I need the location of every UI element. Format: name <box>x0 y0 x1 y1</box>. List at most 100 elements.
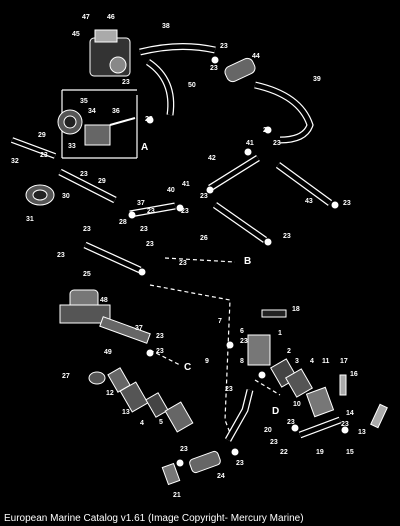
label-23-c: 23 <box>122 79 130 86</box>
label-48: 48 <box>100 297 108 304</box>
label-23-h: 23 <box>80 171 88 178</box>
label-47: 47 <box>82 14 90 21</box>
label-45: 45 <box>72 31 80 38</box>
part-number-labels: 47 46 45 38 23 44 23 39 50 23 35 34 36 2… <box>11 14 366 499</box>
part-24 <box>189 450 221 474</box>
rail-49 <box>99 316 151 344</box>
label-29: 29 <box>38 132 46 139</box>
label-33: 33 <box>68 143 76 150</box>
label-35: 35 <box>80 98 88 105</box>
label-23-r: 23 <box>179 260 187 267</box>
label-23-f: 23 <box>273 140 281 147</box>
label-28: 28 <box>119 219 127 226</box>
label-29-b: 29 <box>98 178 106 185</box>
label-23-u: 23 <box>156 348 164 355</box>
label-section-b: B <box>244 256 251 267</box>
label-19: 19 <box>316 449 324 456</box>
label-23-k: 23 <box>147 208 155 215</box>
label-36: 36 <box>112 108 120 115</box>
label-6: 6 <box>240 328 244 335</box>
label-37-a: 37 <box>137 200 145 207</box>
label-4-left: 4 <box>140 420 144 427</box>
part-33 <box>84 124 111 146</box>
label-23-w: 23 <box>287 419 295 426</box>
part-17 <box>339 374 347 396</box>
label-18: 18 <box>292 306 300 313</box>
part-21 <box>161 462 181 486</box>
part-4-left <box>145 392 169 418</box>
plate-4 <box>285 368 313 398</box>
label-23-q: 23 <box>57 252 65 259</box>
label-3: 3 <box>295 358 299 365</box>
label-15: 15 <box>346 449 354 456</box>
label-5: 5 <box>159 419 163 426</box>
label-17: 17 <box>340 358 348 365</box>
exploded-fuel-system-diagram: 47 46 45 38 23 44 23 39 50 23 35 34 36 2… <box>10 14 388 499</box>
label-21: 21 <box>173 492 181 499</box>
label-section-d: D <box>272 406 279 417</box>
label-8: 8 <box>240 358 244 365</box>
label-section-a: A <box>141 142 148 153</box>
label-23-t: 23 <box>240 338 248 345</box>
label-7: 7 <box>218 318 222 325</box>
label-11: 11 <box>322 358 330 365</box>
label-44: 44 <box>252 53 260 60</box>
carburetor-1 <box>247 334 271 366</box>
label-23-i: 23 <box>200 193 208 200</box>
part-18 <box>261 309 287 318</box>
label-9: 9 <box>205 358 209 365</box>
label-46: 46 <box>107 14 115 21</box>
part-27 <box>88 371 106 385</box>
label-4-right: 4 <box>310 358 314 365</box>
label-23-o: 23 <box>283 233 291 240</box>
label-12: 12 <box>106 390 114 397</box>
label-10: 10 <box>293 401 301 408</box>
label-41-a: 41 <box>246 140 254 147</box>
dashed-line-main <box>149 284 233 439</box>
label-40: 40 <box>167 187 175 194</box>
dashed-line-d <box>254 379 281 396</box>
label-23-z: 23 <box>180 446 188 453</box>
label-23-v: 23 <box>225 386 233 393</box>
dashed-line-c <box>149 349 181 366</box>
label-31: 31 <box>26 216 34 223</box>
label-23-n: 23 <box>140 226 148 233</box>
label-23-y: 23 <box>270 439 278 446</box>
label-23-b: 23 <box>210 65 218 72</box>
label-1: 1 <box>278 330 282 337</box>
label-38: 38 <box>162 23 170 30</box>
label-23-j: 23 <box>343 200 351 207</box>
label-22: 22 <box>280 449 288 456</box>
label-37-b: 37 <box>135 325 143 332</box>
label-16: 16 <box>350 371 358 378</box>
label-43: 43 <box>305 198 313 205</box>
label-41-b: 41 <box>182 181 190 188</box>
dashed-line-b <box>164 257 236 263</box>
fuel-filter-44 <box>224 57 256 83</box>
label-23-a: 23 <box>220 43 228 50</box>
label-23-l: 23 <box>181 208 189 215</box>
label-32: 32 <box>11 158 19 165</box>
label-23-s: 23 <box>156 333 164 340</box>
label-23-d: 23 <box>145 116 153 123</box>
part-16 <box>370 403 388 429</box>
label-23-aa: 23 <box>236 460 244 467</box>
label-23-g: 23 <box>40 152 48 159</box>
label-25: 25 <box>83 271 91 278</box>
valve-body-14 <box>305 386 335 418</box>
diagram-linework <box>10 42 342 442</box>
label-42: 42 <box>208 155 216 162</box>
label-30: 30 <box>62 193 70 200</box>
part-5 <box>164 401 194 433</box>
label-50: 50 <box>188 82 196 89</box>
label-49: 49 <box>104 349 112 356</box>
label-26: 26 <box>200 235 208 242</box>
diagram-components <box>25 29 388 486</box>
label-23-e: 23 <box>263 127 271 134</box>
label-23-p: 23 <box>146 241 154 248</box>
label-27: 27 <box>62 373 70 380</box>
copyright-caption: European Marine Catalog v1.61 (Image Cop… <box>4 513 304 524</box>
label-23-m: 23 <box>83 226 91 233</box>
label-13: 13 <box>122 409 130 416</box>
